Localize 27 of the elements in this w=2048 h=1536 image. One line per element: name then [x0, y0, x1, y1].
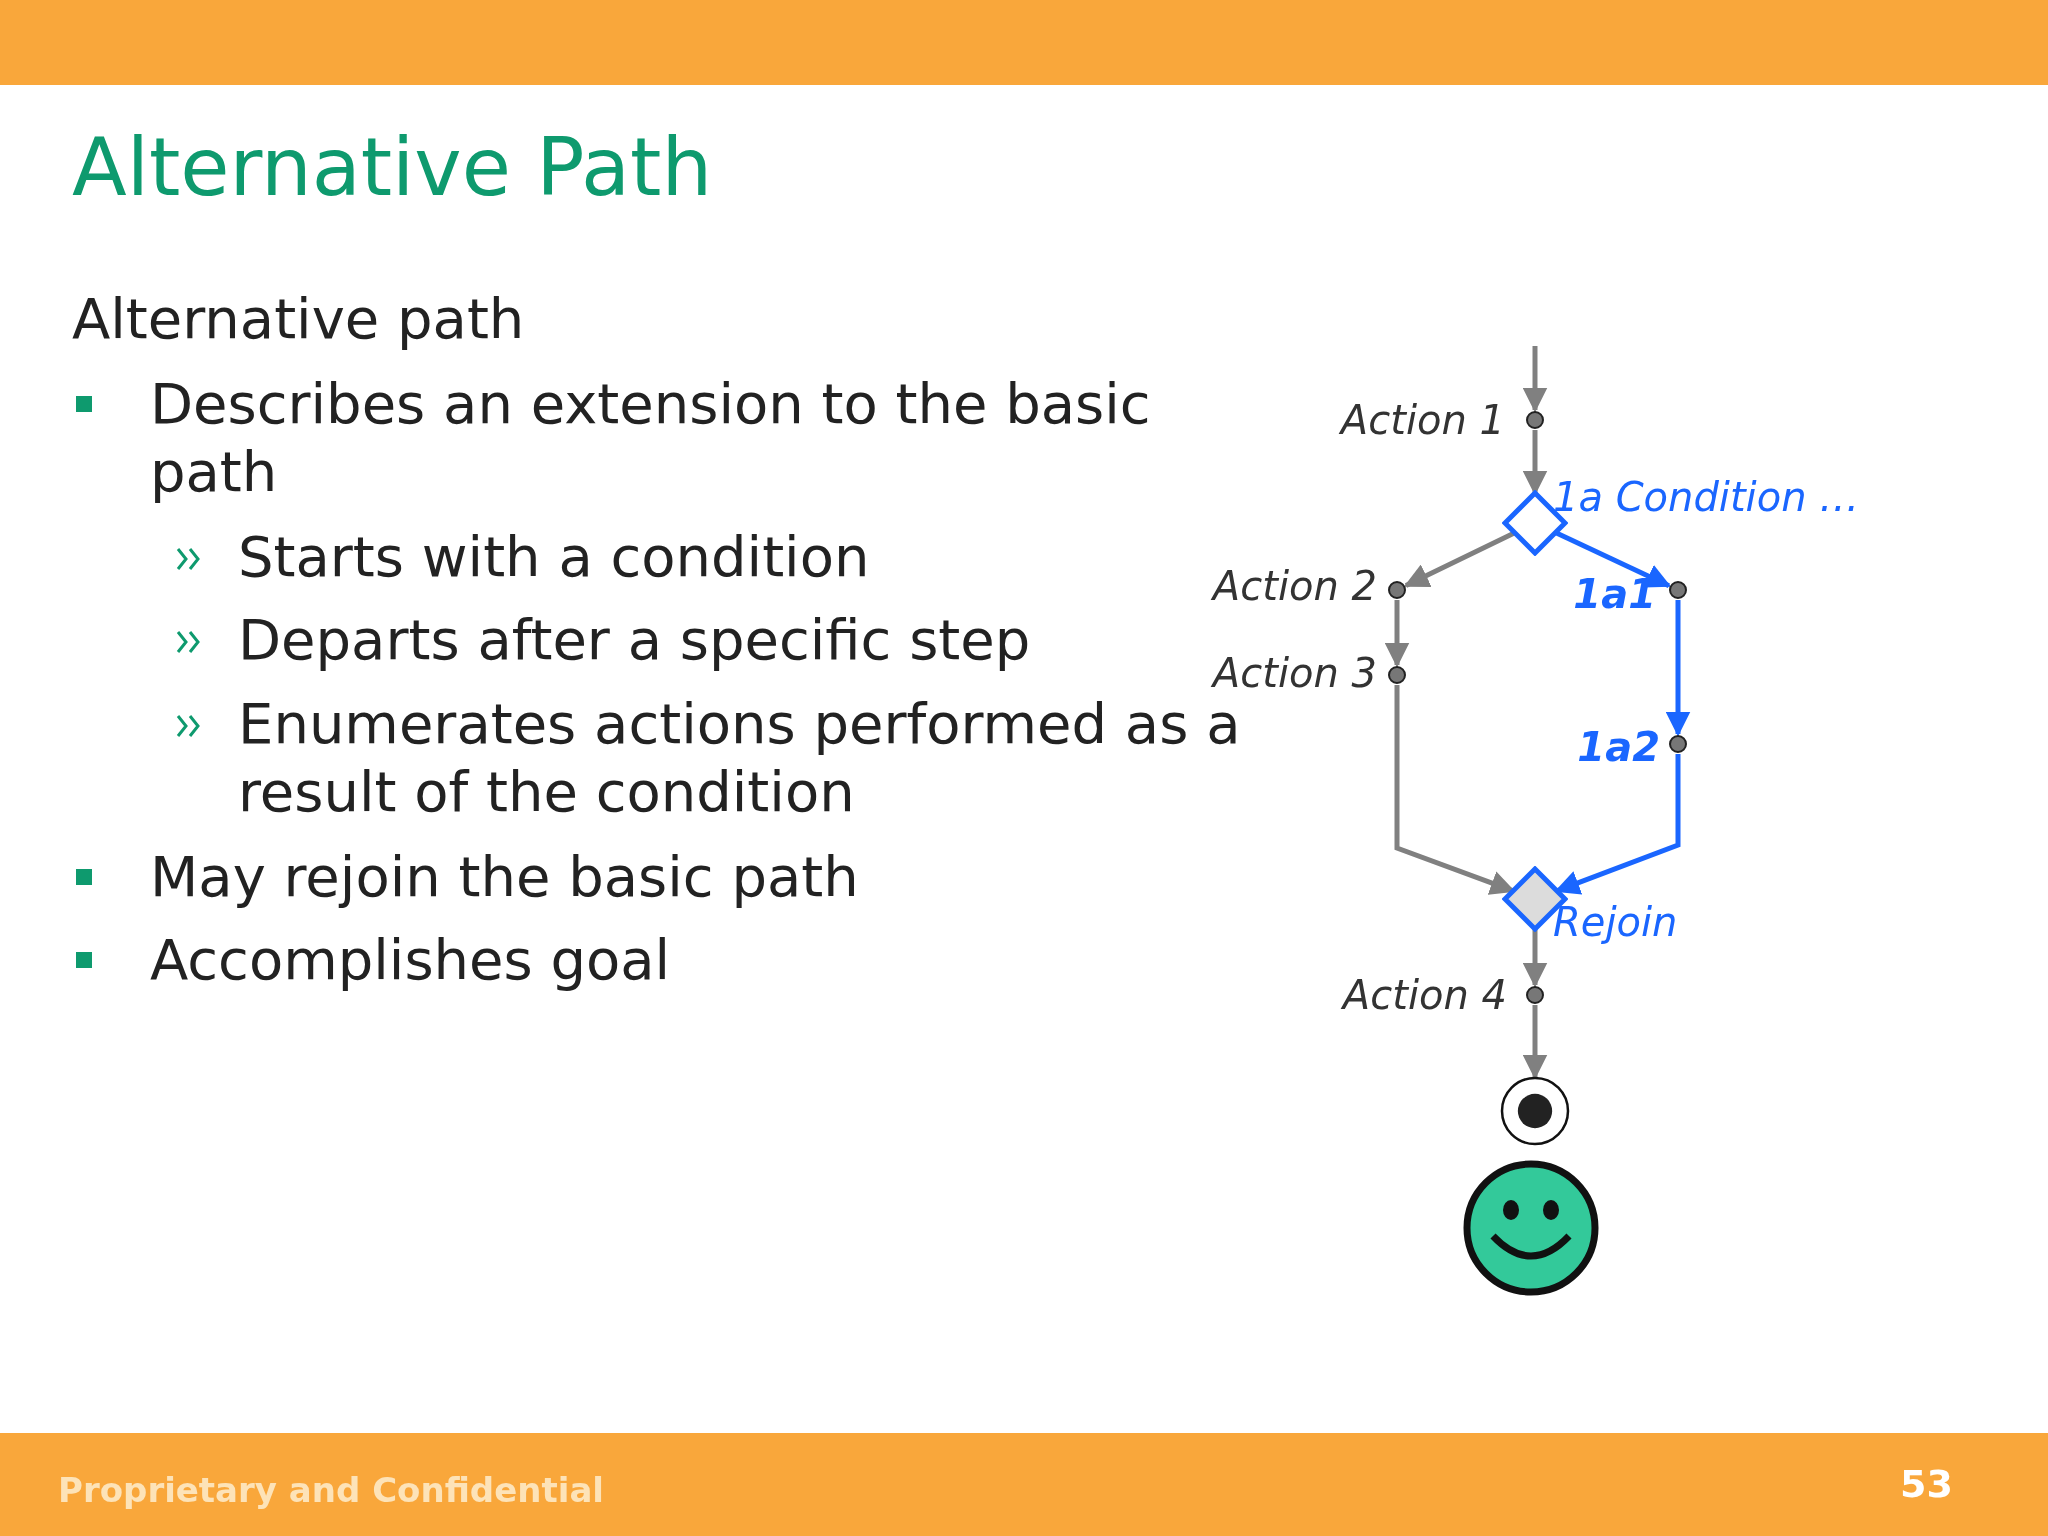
page-number: 53 — [1900, 1462, 1953, 1506]
step-dot — [1666, 578, 1690, 602]
bullet-text: Describes an extension to the basic path — [150, 370, 1152, 506]
step-dot — [1666, 732, 1690, 756]
step-label: Action 2 — [1212, 562, 1377, 610]
step-label: Action 4 — [1342, 971, 1507, 1019]
step-dot — [1523, 983, 1547, 1007]
step-dot — [1523, 408, 1547, 432]
arrow — [1403, 530, 1516, 588]
arrow — [1522, 346, 1548, 413]
arrow — [1554, 530, 1672, 589]
step-dot — [1385, 663, 1409, 687]
bullet-text: Accomplishes goal — [150, 926, 672, 994]
step-label: 1a1 — [1573, 570, 1656, 618]
bullet-text: May rejoin the basic path — [150, 843, 860, 911]
step-label: Action 1 — [1340, 396, 1505, 444]
arrow — [1665, 600, 1691, 737]
arrow — [1522, 929, 1548, 988]
step-label: Rejoin — [1553, 898, 1678, 946]
footer-text: Proprietary and Confidential — [58, 1470, 604, 1510]
end-node — [1499, 1075, 1571, 1147]
body-heading: Alternative path — [72, 285, 525, 353]
arrow — [1384, 600, 1410, 668]
step-label: 1a2 — [1577, 723, 1660, 771]
step-label: 1a Condition … — [1553, 473, 1860, 521]
step-dot — [1385, 578, 1409, 602]
slide-title: Alternative Path — [72, 120, 713, 216]
